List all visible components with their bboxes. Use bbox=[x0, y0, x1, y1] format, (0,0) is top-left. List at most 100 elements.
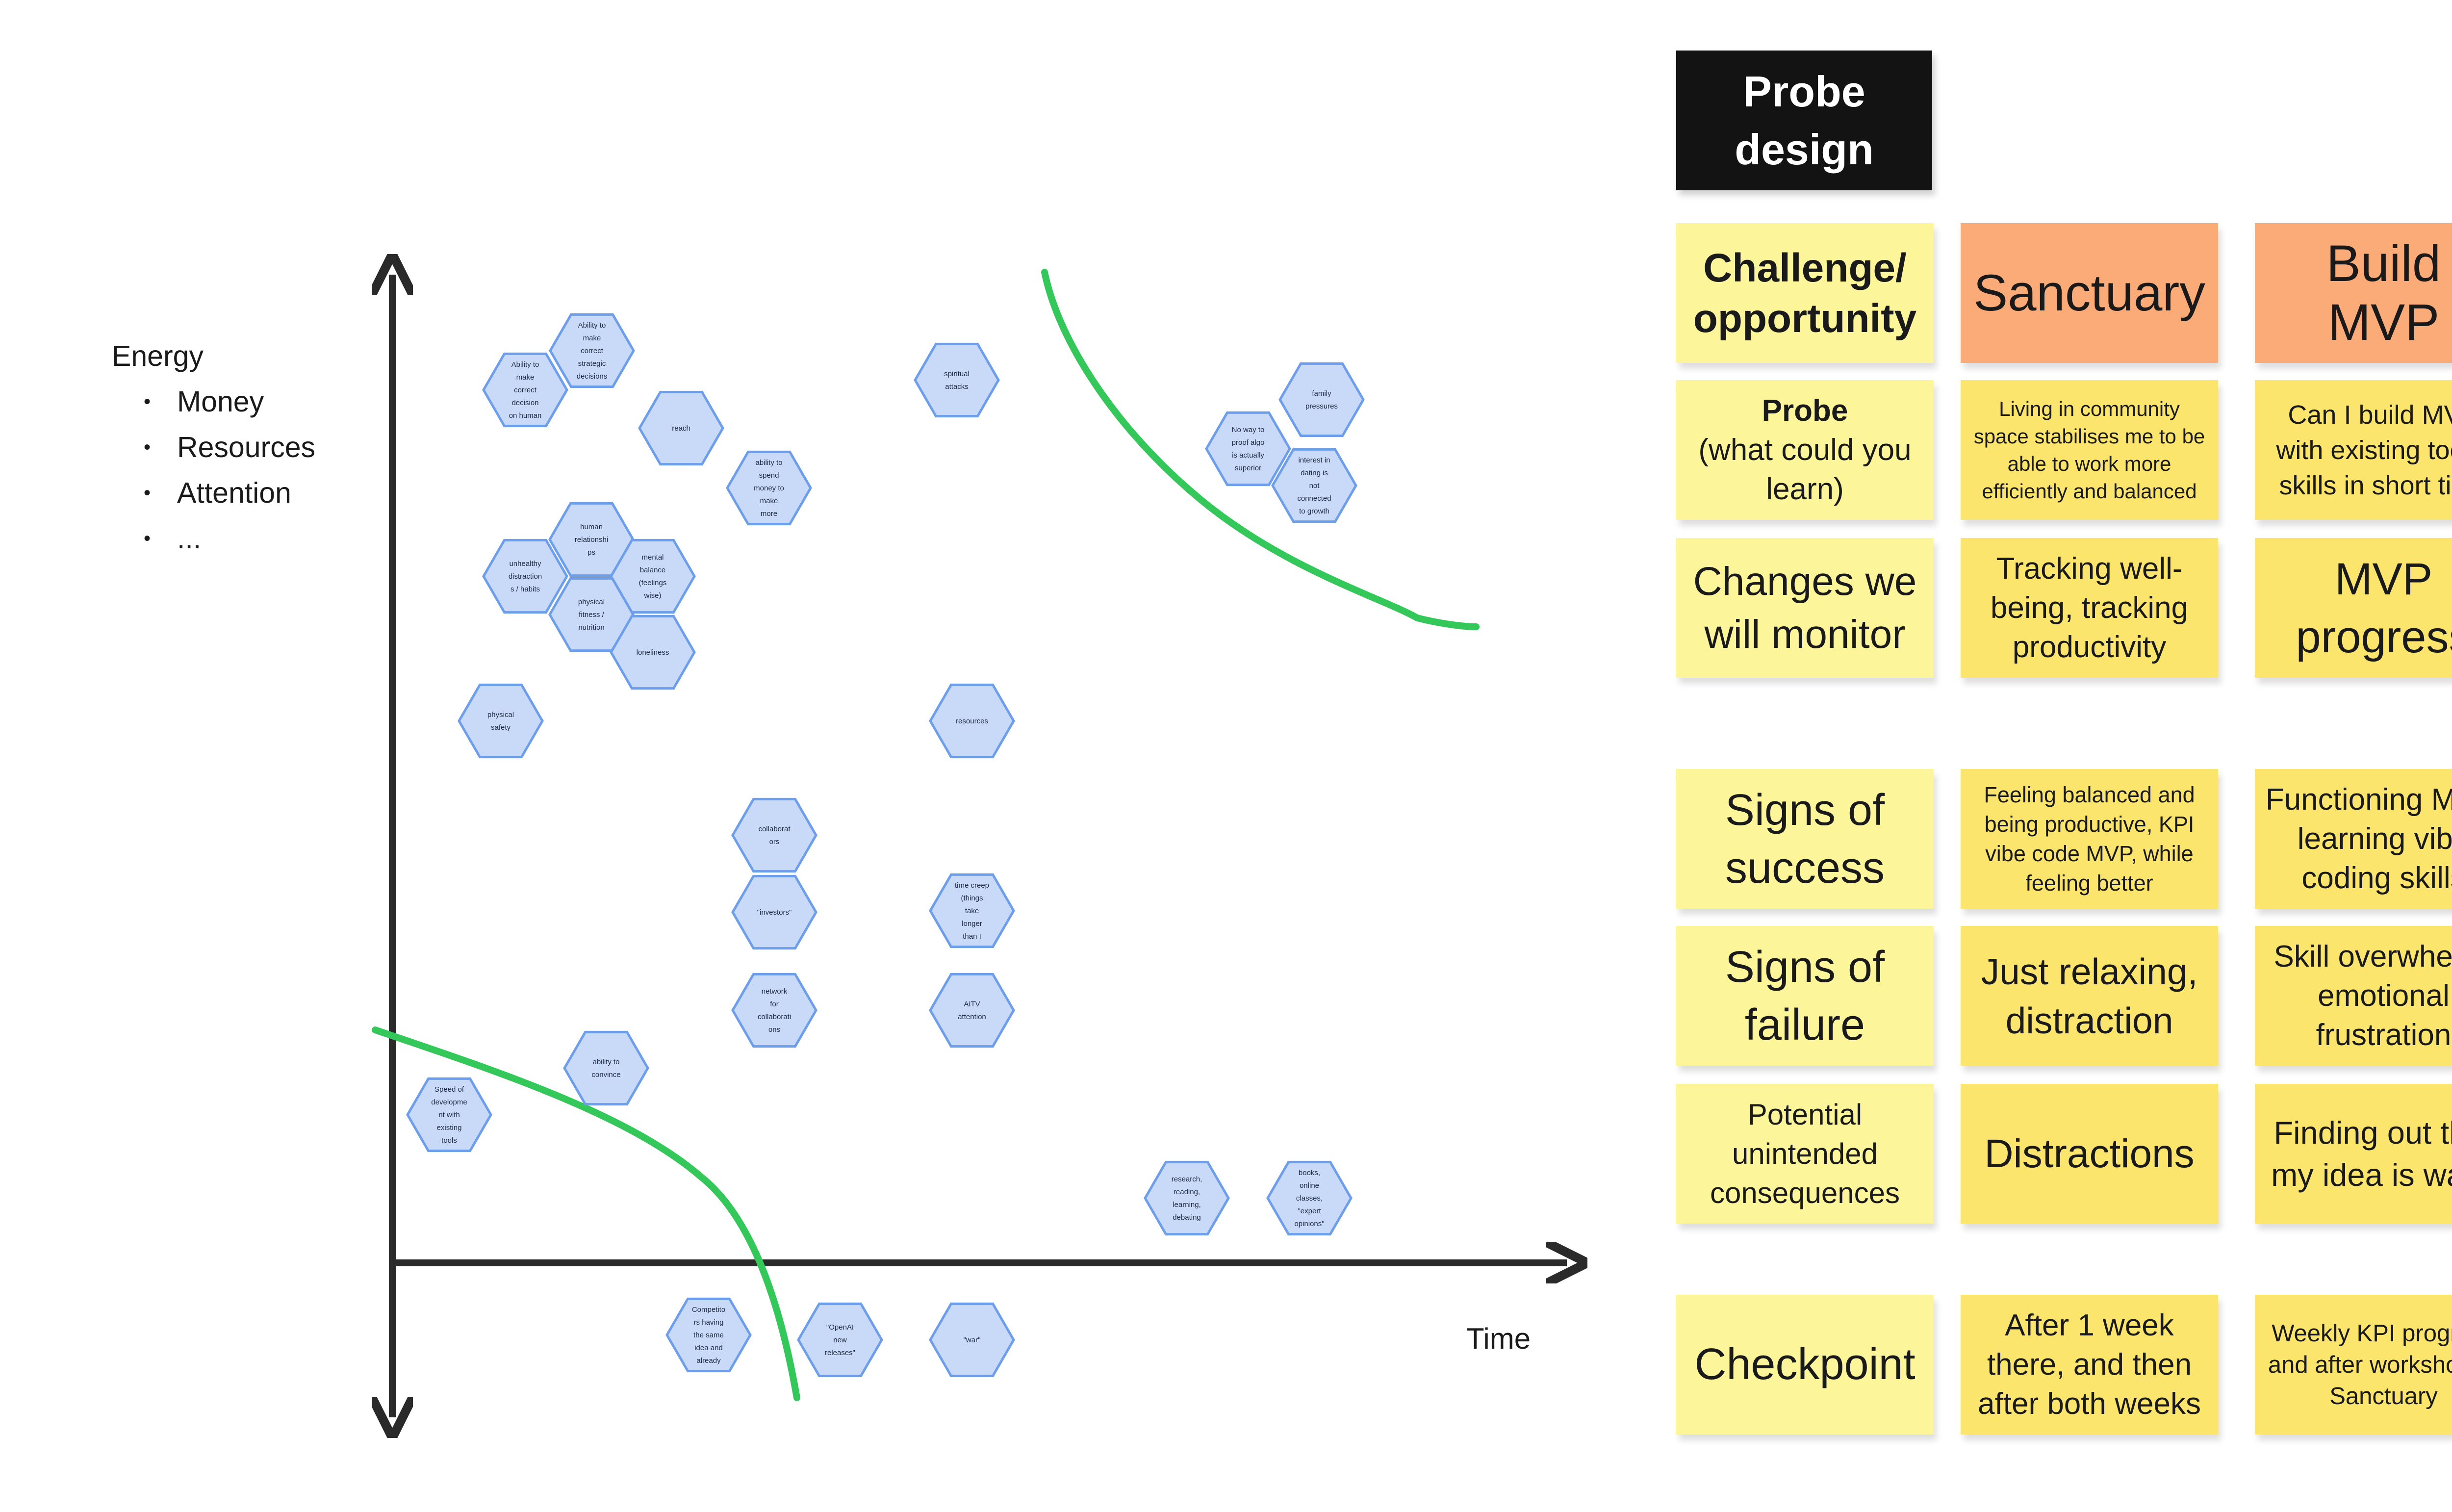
hexagon-node[interactable]: "war" bbox=[929, 1302, 1015, 1378]
hexagon-shape bbox=[914, 342, 1000, 418]
hexagon-shape bbox=[482, 352, 568, 428]
hexagon-label: money to bbox=[754, 484, 784, 492]
sticky-changes-sanctuary[interactable]: Tracking well-being, tracking productivi… bbox=[1961, 538, 2218, 678]
hexagon-shape bbox=[731, 874, 817, 950]
hexagon-label: classes, bbox=[1296, 1194, 1323, 1203]
sticky-text: Distractions bbox=[1984, 1131, 2195, 1176]
sticky-build-mvp-header[interactable]: Build MVP bbox=[2255, 223, 2452, 363]
hexagon-label: Competito bbox=[692, 1306, 725, 1314]
hexagon-label: reading, bbox=[1174, 1188, 1200, 1196]
sticky-text: Build MVP bbox=[2326, 234, 2441, 351]
energy-time-diagram: Ability tomakecorrectstrategicdecisionsA… bbox=[372, 0, 1618, 1512]
sticky-text: Checkpoint bbox=[1694, 1340, 1916, 1389]
sticky-success-mvp[interactable]: Functioning MVP, learning vibe coding sk… bbox=[2255, 769, 2452, 909]
sticky-success-sanctuary[interactable]: Feeling balanced and being productive, K… bbox=[1961, 769, 2218, 909]
hexagon-label: collaborati bbox=[758, 1013, 791, 1021]
sticky-consequences-sanctuary[interactable]: Distractions bbox=[1961, 1084, 2218, 1224]
sticky-consequences-label[interactable]: Potential unintended consequences bbox=[1676, 1084, 1934, 1224]
hexagon-label: books, bbox=[1299, 1169, 1320, 1177]
hexagon-label: opinions" bbox=[1294, 1220, 1324, 1228]
sticky-text: Changes we will monitor bbox=[1693, 559, 1917, 657]
sticky-changes-mvp[interactable]: MVP progress bbox=[2255, 538, 2452, 678]
sticky-checkpoint-mvp[interactable]: Weekly KPI progress and after workshop a… bbox=[2255, 1295, 2452, 1435]
hexagon-label: ps bbox=[587, 548, 595, 557]
hexagon-label: not bbox=[1309, 482, 1320, 490]
sticky-success-label[interactable]: Signs of success bbox=[1676, 769, 1934, 909]
hexagon-label: ability to bbox=[592, 1058, 619, 1066]
sticky-sanctuary-header[interactable]: Sanctuary bbox=[1961, 223, 2218, 363]
hexagon-shape bbox=[929, 1302, 1015, 1378]
hexagon-label: physical bbox=[487, 711, 514, 719]
sticky-failure-sanctuary[interactable]: Just relaxing, distraction bbox=[1961, 926, 2218, 1066]
legend-item-attention: Attention bbox=[112, 470, 315, 516]
hexagon-label: unhealthy bbox=[509, 560, 541, 568]
hexagon-shape bbox=[731, 797, 817, 873]
hexagon-node[interactable]: reach bbox=[638, 390, 724, 466]
hexagon-node[interactable]: resources bbox=[929, 683, 1015, 759]
legend-item-money: Money bbox=[112, 379, 315, 425]
hexagon-label: ability to bbox=[755, 459, 782, 467]
hexagon-node[interactable]: research,reading,learning,debating bbox=[1144, 1160, 1230, 1236]
sticky-text: Potential unintended consequences bbox=[1710, 1098, 1900, 1209]
hexagon-label: nutrition bbox=[578, 623, 604, 632]
hexagon-label: ors bbox=[769, 838, 780, 846]
hexagon-label: new bbox=[833, 1336, 847, 1344]
legend-item-ellipsis: ... bbox=[112, 516, 315, 562]
hexagon-label: decision bbox=[511, 399, 538, 407]
hexagon-shape bbox=[638, 390, 724, 466]
sticky-challenge-header[interactable]: Challenge/ opportunity bbox=[1676, 223, 1934, 363]
hexagon-node[interactable]: loneliness bbox=[610, 615, 696, 690]
hexagon-label: more bbox=[761, 510, 777, 518]
sticky-checkpoint-sanctuary[interactable]: After 1 week there, and then after both … bbox=[1961, 1295, 2218, 1435]
sticky-text: Weekly KPI progress and after workshop a… bbox=[2268, 1320, 2452, 1409]
sticky-failure-mvp[interactable]: Skill overwhelm, emotional frustration bbox=[2255, 926, 2452, 1066]
sticky-text: Functioning MVP, learning vibe coding sk… bbox=[2265, 782, 2452, 895]
sticky-checkpoint-label[interactable]: Checkpoint bbox=[1676, 1295, 1934, 1435]
hexagon-label: safety bbox=[491, 723, 511, 732]
hexagon-label: (things bbox=[961, 894, 983, 902]
sticky-text: Signs of success bbox=[1725, 785, 1885, 893]
hexagon-label: take bbox=[965, 907, 979, 915]
sticky-text-group: Probe (what could you learn) bbox=[1685, 391, 1925, 509]
legend-title: Energy bbox=[112, 340, 204, 372]
hexagon-shape bbox=[726, 450, 812, 526]
hexagon-label: on human bbox=[509, 411, 542, 420]
hexagon-node[interactable]: physical safety bbox=[458, 683, 544, 759]
sticky-text: Signs of failure bbox=[1725, 942, 1885, 1050]
hexagon-label: attacks bbox=[945, 383, 969, 391]
hexagon-label: s / habits bbox=[511, 585, 540, 593]
sticky-changes-label[interactable]: Changes we will monitor bbox=[1676, 538, 1934, 678]
sticky-probe-mvp[interactable]: Can I build MVP with existing tools, ski… bbox=[2255, 380, 2452, 520]
sticky-failure-label[interactable]: Signs of failure bbox=[1676, 926, 1934, 1066]
hexagon-node[interactable]: "investors" bbox=[731, 874, 817, 950]
probe-design-title[interactable]: Probe design bbox=[1676, 51, 1932, 190]
hexagon-shape bbox=[929, 973, 1015, 1048]
sticky-text: Finding out that my idea is wack bbox=[2271, 1114, 2452, 1193]
hexagon-label: connected bbox=[1297, 494, 1331, 503]
sticky-probe-sanctuary[interactable]: Living in community space stabilises me … bbox=[1961, 380, 2218, 520]
sticky-consequences-mvp[interactable]: Finding out that my idea is wack bbox=[2255, 1084, 2452, 1224]
hexagon-label: online bbox=[1300, 1181, 1319, 1190]
sticky-text-bold: Probe bbox=[1762, 393, 1848, 428]
sticky-probe-label[interactable]: Probe (what could you learn) bbox=[1676, 380, 1934, 520]
hexagon-label: Ability to bbox=[578, 321, 606, 330]
